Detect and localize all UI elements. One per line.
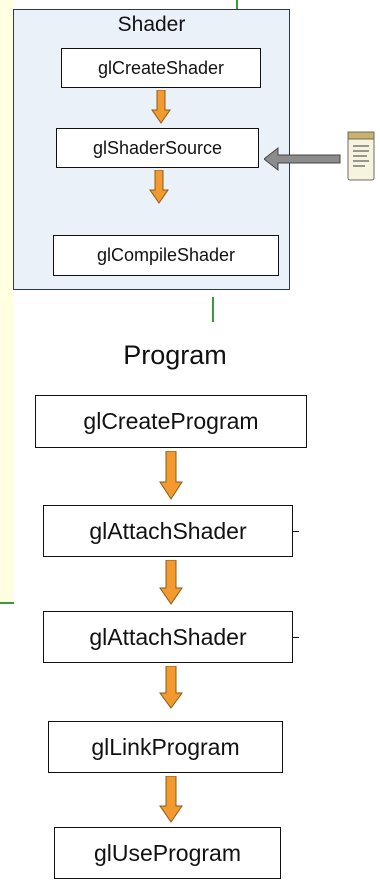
connector-line-top	[236, 0, 238, 9]
shader-step-source: glShaderSource	[56, 128, 259, 168]
program-step-use: glUseProgram	[54, 827, 281, 879]
shader-title: Shader	[117, 13, 186, 36]
program-title: Program	[123, 340, 227, 370]
left-background-panel	[0, 0, 14, 603]
shader-panel: Shader glCreateShader glShaderSource glC…	[13, 9, 290, 290]
flow-arrow-icon	[159, 776, 183, 823]
input-arrow-icon	[264, 146, 341, 172]
connector-line-vertical	[212, 297, 214, 329]
shader-step-create: glCreateShader	[61, 48, 261, 88]
flow-arrow-icon	[149, 170, 169, 204]
flow-arrow-icon	[151, 90, 171, 124]
flow-arrow-icon	[159, 451, 183, 500]
program-step-attach-1: glAttachShader	[43, 505, 293, 557]
attach-2-connector	[293, 637, 299, 638]
attach-1-connector	[293, 531, 299, 532]
flow-arrow-icon	[159, 560, 183, 605]
program-step-create: glCreateProgram	[35, 395, 307, 448]
flow-arrow-icon	[159, 666, 183, 709]
program-step-link: glLinkProgram	[48, 721, 283, 773]
source-document-icon	[347, 131, 375, 181]
program-step-attach-2: glAttachShader	[43, 611, 293, 663]
shader-step-compile: glCompileShader	[53, 235, 279, 276]
